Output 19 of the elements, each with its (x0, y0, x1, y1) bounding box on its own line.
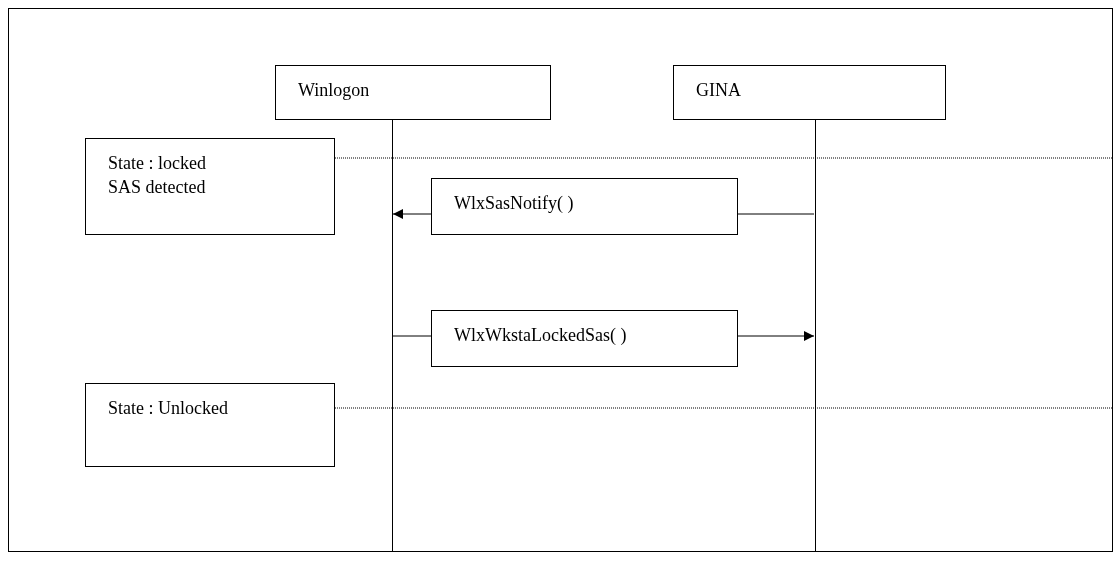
lifeline (391, 120, 393, 552)
arrow (737, 331, 815, 341)
lifeline (814, 120, 816, 552)
state-box (85, 138, 335, 235)
box-label: SAS detected (108, 176, 207, 199)
state-box (85, 383, 335, 467)
box-label: State : locked (108, 152, 207, 175)
participant-box (673, 65, 946, 120)
box-label: GINA (696, 79, 742, 102)
box-label: State : Unlocked (108, 397, 229, 420)
message-box (431, 178, 738, 235)
dotted-line (334, 407, 1114, 409)
participant-box (275, 65, 551, 120)
box-label: WlxWkstaLockedSas( ) (454, 324, 628, 347)
dotted-line (334, 157, 1114, 159)
message-box (431, 310, 738, 367)
box-label: Winlogon (298, 79, 371, 102)
box-label: WlxSasNotify( ) (454, 192, 575, 215)
arrow (392, 209, 432, 219)
